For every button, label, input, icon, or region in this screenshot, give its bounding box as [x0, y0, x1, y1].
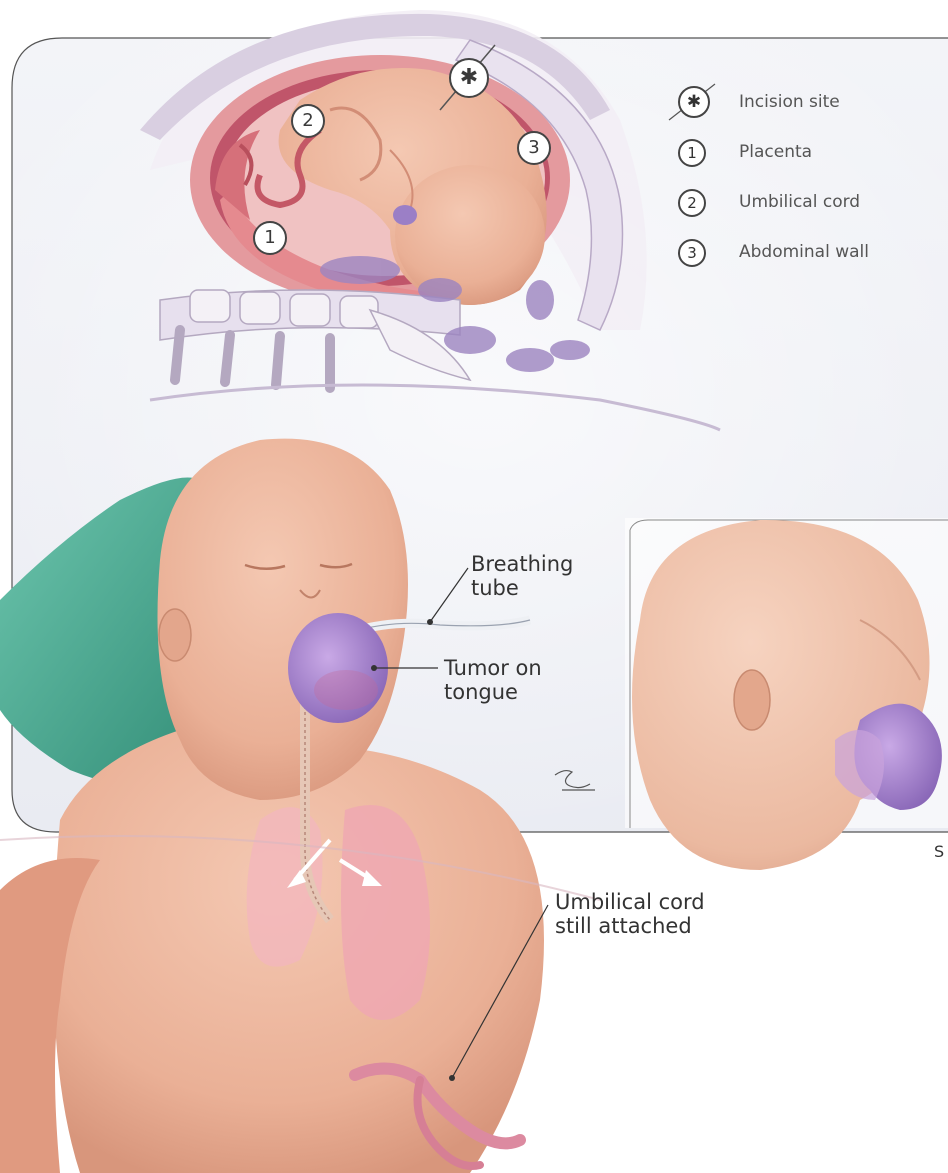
breathing-tube-label: Breathing tube: [471, 552, 573, 600]
tumor-label: Tumor on tongue: [444, 656, 542, 704]
cord-label: Umbilical cord still attached: [555, 890, 705, 938]
profile-baby-panel: [625, 518, 948, 870]
marker-placenta: 1: [253, 221, 287, 255]
legend-label-incision: Incision site: [739, 92, 840, 112]
legend-label-cord: Umbilical cord: [739, 192, 860, 212]
marker-incision: ✱: [449, 58, 489, 98]
marker-wall: 3: [517, 131, 551, 165]
marker-cord: 2: [291, 104, 325, 138]
cord-label-line2: still attached: [555, 914, 705, 938]
legend-label-wall: Abdominal wall: [739, 242, 869, 262]
cord-legend-icon: 2: [678, 189, 706, 217]
legend-label-placenta: Placenta: [739, 142, 812, 162]
cord-label-line1: Umbilical cord: [555, 890, 705, 914]
breathing-tube-label-line2: tube: [471, 576, 573, 600]
tumor-label-line1: Tumor on: [444, 656, 542, 680]
wall-legend-icon: 3: [678, 239, 706, 267]
placenta-legend-icon: 1: [678, 139, 706, 167]
incision-legend-icon: ✱: [678, 86, 710, 118]
tumor-label-line2: tongue: [444, 680, 542, 704]
corner-letter: S: [934, 842, 944, 861]
breathing-tube-label-line1: Breathing: [471, 552, 573, 576]
